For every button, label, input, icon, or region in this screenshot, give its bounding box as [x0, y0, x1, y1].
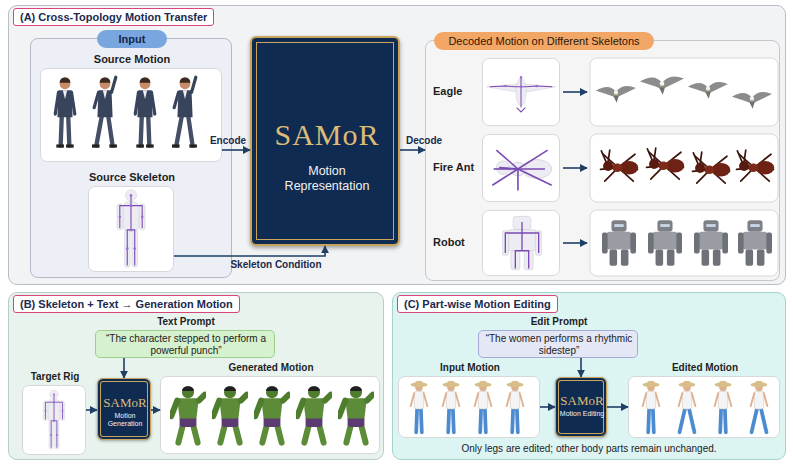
prompt-box: Edit Prompt“The women performs a rhythmi… [478, 330, 638, 358]
prompt-heading: Edit Prompt [479, 316, 639, 327]
panel: (B) Skeleton + Text → Generation MotionT… [8, 292, 384, 460]
skeleton-box: Fire Ant [482, 134, 560, 202]
panel: (C) Part-wise Motion EditingEdit Prompt“… [392, 292, 786, 460]
model-subtitle: Motion Generation [100, 412, 150, 428]
model-subtitle: Motion Editing [557, 410, 607, 418]
model-box: SAMoRMotion Generation [97, 378, 151, 440]
skeleton-box: Eagle [482, 58, 560, 126]
image-box: Target Rig [22, 385, 86, 455]
model-subtitle: Motion Representation [272, 164, 382, 194]
image-box: Generated Motion [160, 376, 380, 454]
panel-title: (B) Skeleton + Text → Generation Motion [13, 295, 240, 313]
footnote: Only legs are edited; other body parts r… [392, 443, 786, 454]
edge-label: Decode [402, 135, 446, 146]
image-caption: Target Rig [17, 371, 93, 382]
group-tab: Decoded Motion on Different Skeletons [434, 32, 654, 50]
image-caption: Source Motion [41, 53, 223, 65]
image-caption: Source Skeleton [59, 171, 205, 183]
prompt-text: “The women performs a rhythmic sidestep” [483, 333, 635, 357]
prompt-box: Text Prompt“The character stepped to per… [95, 330, 275, 358]
skeleton-box: Robot [482, 210, 560, 276]
image-box: Source Skeleton [88, 186, 174, 272]
model-name: SAMoR [98, 395, 152, 411]
image-box: Edited Motion [628, 376, 780, 438]
image-box: Input Motion [398, 376, 540, 438]
image-caption: Edited Motion [629, 362, 781, 373]
row-label: Eagle [433, 85, 479, 97]
panel-title: (A) Cross-Topology Motion Transfer [13, 8, 214, 26]
image-caption: Generated Motion [161, 362, 381, 373]
panel-title: (C) Part-wise Motion Editing [397, 295, 558, 313]
edge-label: Encode [206, 135, 250, 146]
image-caption: Input Motion [399, 362, 541, 373]
edge-label: Skeleton Condition [226, 259, 326, 270]
model-name: SAMoR [556, 393, 608, 409]
output-group: Decoded Motion on Different SkeletonsEag… [425, 40, 780, 281]
prompt-heading: Text Prompt [96, 316, 276, 327]
model-box: SAMoR Motion Representation [250, 36, 400, 246]
model-name: SAMoR [252, 118, 402, 152]
image-box: Source Motion [40, 68, 222, 162]
group-tab: Input [97, 30, 167, 48]
prompt-text: “The character stepped to perform a powe… [100, 333, 272, 357]
row-label: Fire Ant [433, 161, 479, 173]
model-box: SAMoRMotion Editing [555, 377, 607, 437]
input-group: InputSource MotionSource Skeleton [30, 38, 232, 278]
panel: (A) Cross-Topology Motion TransferInputS… [8, 5, 786, 285]
row-label: Robot [433, 236, 479, 248]
